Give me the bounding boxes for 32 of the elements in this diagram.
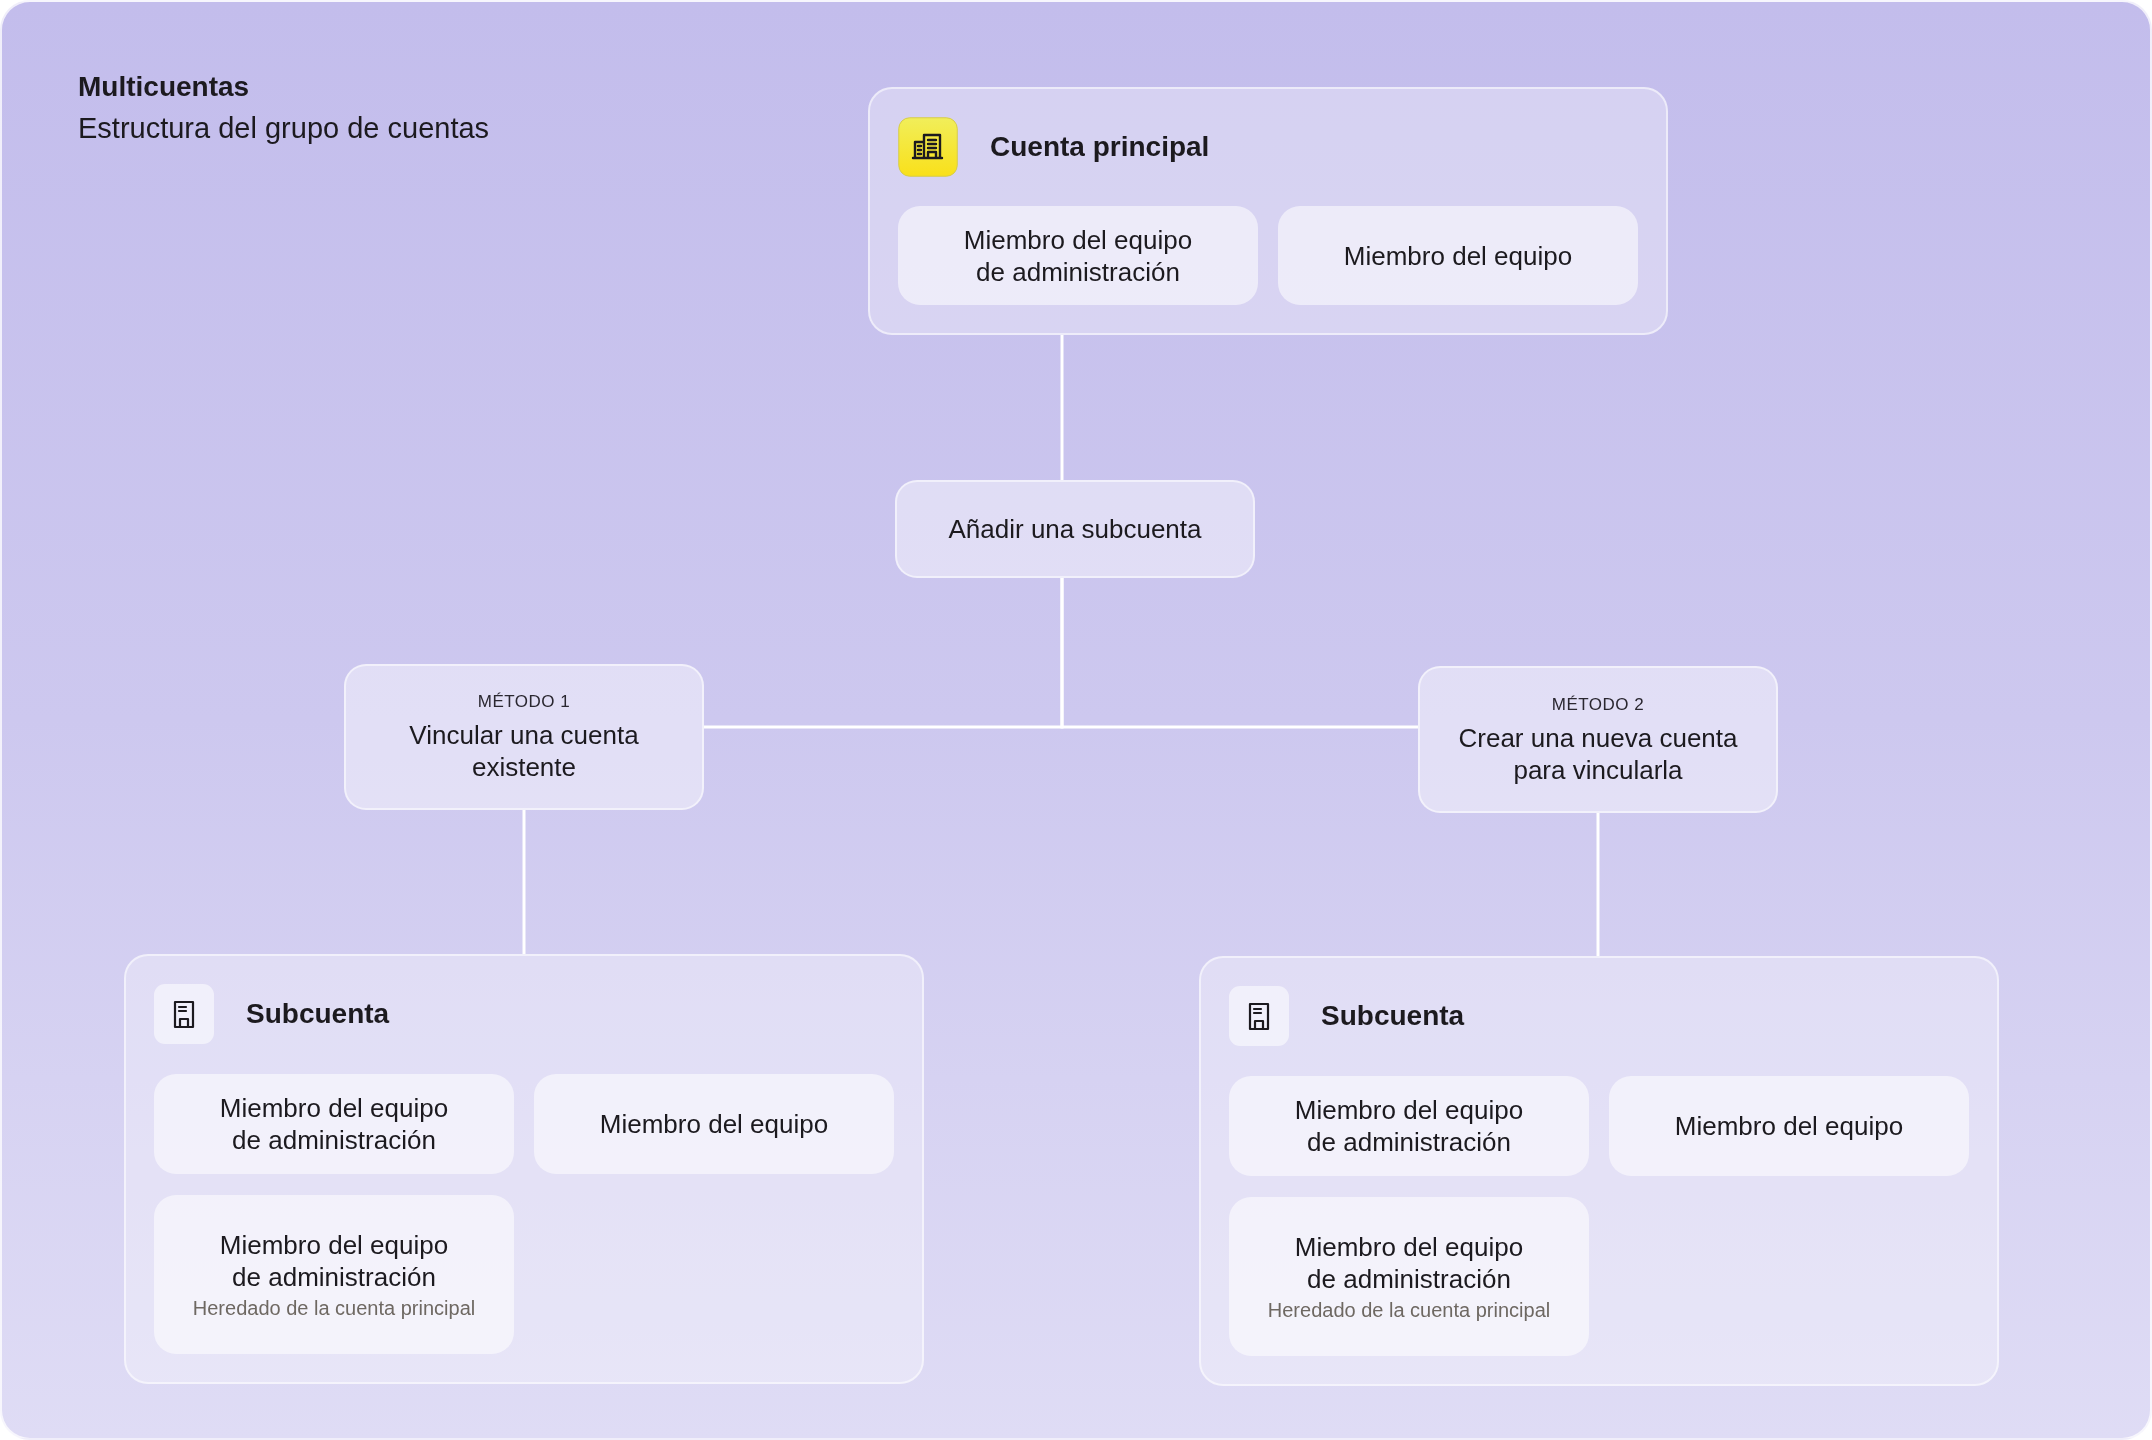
diagram-subtitle: Estructura del grupo de cuentas: [78, 111, 490, 146]
card-note: Heredado de la cuenta principal: [1267, 1297, 1551, 1323]
connector-line: [522, 810, 526, 954]
connector-line: [1060, 578, 1418, 729]
step-card: [1418, 666, 1778, 813]
card-text: Miembro del equipo de administración: [218, 1228, 450, 1293]
panel-title: Subcuenta: [246, 997, 390, 1031]
card-text: Miembro del equipo de administración: [218, 1092, 450, 1156]
diagram-title: Multicuentas: [78, 70, 250, 104]
method-tag: MÉTODO 2: [1551, 693, 1645, 716]
member-card: [1278, 206, 1638, 305]
card-text: Miembro del equipo de administración: [962, 223, 1194, 288]
connector-line: [1596, 813, 1600, 956]
step-card: [895, 480, 1255, 578]
card-text: Añadir una subcuenta: [948, 513, 1202, 545]
card-text: Miembro del equipo de administración: [1293, 1094, 1525, 1158]
card-text: Miembro del equipo de administración: [1293, 1230, 1525, 1295]
card-note: Heredado de la cuenta principal: [192, 1295, 476, 1321]
card-text: Miembro del equipo: [1343, 239, 1573, 272]
panel-title: Subcuenta: [1321, 999, 1465, 1033]
connector-line: [1060, 335, 1064, 480]
card-text: Crear una nueva cuenta para vincularla: [1457, 721, 1739, 786]
step-card: [344, 664, 704, 810]
method-tag: MÉTODO 1: [477, 691, 571, 713]
card-text: Vincular una cuenta existente: [408, 719, 640, 783]
member-card: [898, 206, 1258, 305]
account-panel: [1199, 956, 1999, 1386]
account-panel: [868, 87, 1668, 335]
card-text: Miembro del equipo: [599, 1108, 829, 1140]
account-panel: [124, 954, 924, 1384]
panel-title: Cuenta principal: [990, 130, 1210, 164]
card-text: Miembro del equipo: [1674, 1110, 1904, 1142]
